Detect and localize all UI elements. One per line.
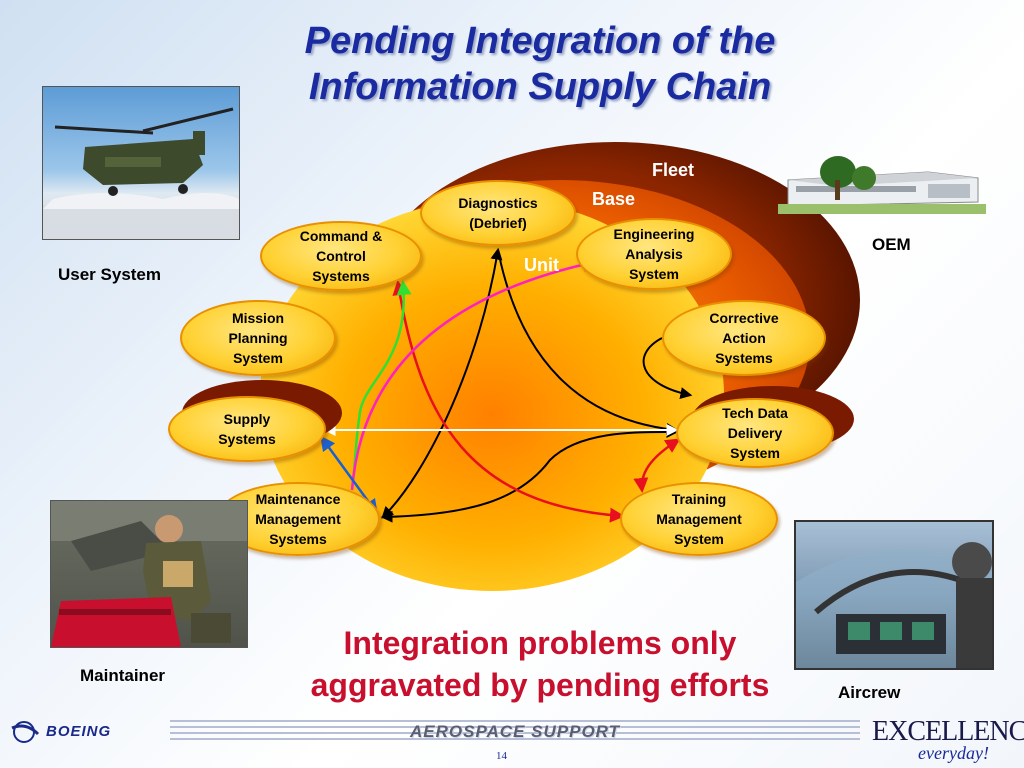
maintenance-line-3: Systems: [269, 531, 327, 547]
page-title: Pending Integration of the Information S…: [200, 18, 880, 110]
techdata-line-2: Delivery: [727, 425, 783, 441]
excellence-text: EXCELLENCE: [872, 716, 1024, 747]
engineering-line-2: Analysis: [625, 246, 683, 262]
corrective-line-1: Corrective: [709, 310, 779, 326]
diagnostics-line-1: Diagnostics: [458, 195, 538, 211]
mission-line-1: Mission: [231, 310, 285, 326]
helicopter-photo: [42, 86, 240, 240]
maintenance-line-2: Management: [255, 511, 341, 527]
everyday-text: everyday!: [918, 743, 989, 763]
oem-building-photo: [778, 150, 986, 220]
diagnostics-line-2: (Debrief): [469, 215, 527, 231]
maintenance-line-1: Maintenance: [255, 491, 341, 507]
unit-label: Unit: [524, 255, 559, 275]
page-number: 14: [496, 750, 507, 762]
caption-line-1: Integration problems only: [343, 625, 737, 661]
aerospace-support-text: AEROSPACE SUPPORT: [410, 722, 621, 741]
maintainer-photo: [50, 500, 248, 648]
title-line-1: Pending Integration of the: [304, 20, 776, 62]
supply-line-1: Supply: [223, 411, 271, 427]
corrective-line-3: Systems: [715, 350, 773, 366]
command-line-2: Control: [316, 248, 366, 264]
title-line-2: Information Supply Chain: [308, 66, 772, 108]
helicopter-icon: [43, 107, 239, 239]
training-line-2: Management: [656, 511, 742, 527]
caption-line-2: aggravated by pending efforts: [310, 667, 770, 703]
mission-line-3: System: [233, 350, 283, 366]
corrective-line-2: Action: [722, 330, 766, 346]
fleet-label: Fleet: [652, 160, 695, 180]
training-line-1: Training: [671, 491, 727, 507]
footer-stripes: [170, 720, 860, 740]
cockpit-icon: [796, 542, 992, 668]
caption: Integration problems only aggravated by …: [270, 622, 810, 706]
mission-line-2: Planning: [228, 330, 288, 346]
maintainer-label: Maintainer: [80, 666, 166, 685]
arrow-techdata-training: [633, 438, 681, 493]
maintainer-icon: [51, 501, 247, 647]
user-system-label: User System: [58, 265, 162, 284]
node-diagnostics: Diagnostics (Debrief): [420, 180, 576, 246]
boeing-symbol-icon: [11, 721, 40, 743]
oem-label: OEM: [872, 235, 911, 254]
aircrew-label: Aircrew: [838, 683, 901, 702]
boeing-wordmark: BOEING: [46, 722, 112, 740]
supply-line-2: Systems: [218, 431, 276, 447]
techdata-line-1: Tech Data: [722, 405, 788, 421]
arrow-corrective-techdata: [642, 337, 693, 399]
command-line-1: Command &: [299, 228, 383, 244]
command-line-3: Systems: [312, 268, 370, 284]
building-icon: [778, 156, 986, 214]
base-label: Base: [592, 189, 636, 209]
arrow-command-training: [392, 280, 625, 523]
engineering-line-1: Engineering: [613, 226, 695, 242]
aircrew-photo: [794, 520, 994, 670]
techdata-line-3: System: [730, 445, 780, 461]
engineering-line-3: System: [629, 266, 679, 282]
boeing-logo: BOEING: [10, 716, 111, 746]
training-line-3: System: [674, 531, 724, 547]
